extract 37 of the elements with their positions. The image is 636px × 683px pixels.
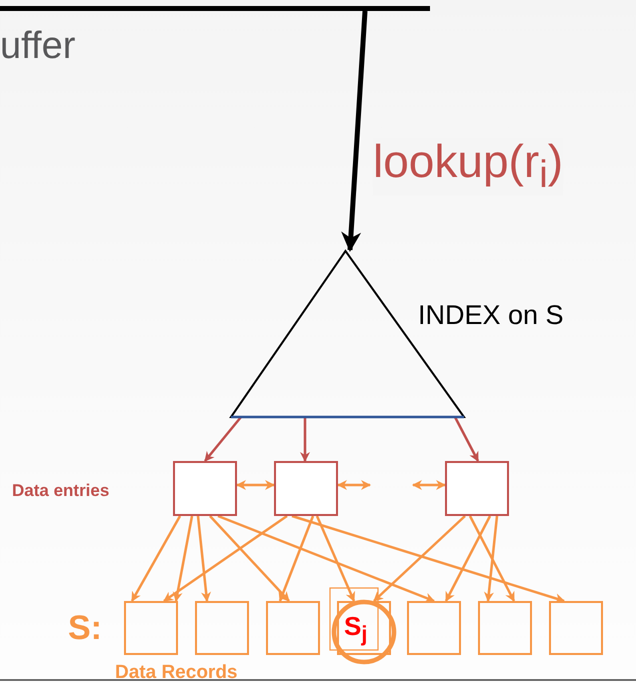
buffer-label: uffer xyxy=(0,27,76,65)
data-record-box xyxy=(124,601,178,655)
arrow xyxy=(204,416,242,462)
data-record-box xyxy=(195,601,249,655)
arrow xyxy=(484,516,498,602)
arrow xyxy=(316,516,356,602)
arrow xyxy=(468,515,516,602)
data-record-box xyxy=(266,601,320,655)
data-entry-box xyxy=(445,461,509,516)
arrow xyxy=(278,516,314,602)
data-record-box xyxy=(337,601,391,655)
arrow xyxy=(444,515,492,602)
arrow xyxy=(130,515,182,602)
arrow xyxy=(209,515,290,602)
arrow xyxy=(172,516,194,602)
arrow xyxy=(196,516,212,602)
arrow xyxy=(292,514,565,604)
record-label: S$_{j}$ xyxy=(344,613,368,645)
data-records-label: Data Records xyxy=(115,663,238,682)
data-entries-label: Data entries xyxy=(12,482,110,499)
arrow xyxy=(412,480,446,490)
arrow xyxy=(337,480,371,490)
bar xyxy=(0,6,430,11)
arrow xyxy=(341,10,368,252)
data-entry-box xyxy=(173,461,237,516)
arrow xyxy=(454,416,480,462)
data-entry-box xyxy=(274,461,338,516)
data-record-box xyxy=(407,601,461,655)
index-label: INDEX on S xyxy=(418,302,564,329)
arrow xyxy=(373,515,466,602)
arrow xyxy=(218,514,435,602)
relation-label: S: xyxy=(68,611,102,645)
data-record-box xyxy=(478,601,532,655)
arrow xyxy=(300,417,310,462)
arrow xyxy=(163,514,288,602)
data-record-box xyxy=(549,601,603,655)
arrow xyxy=(236,480,275,490)
